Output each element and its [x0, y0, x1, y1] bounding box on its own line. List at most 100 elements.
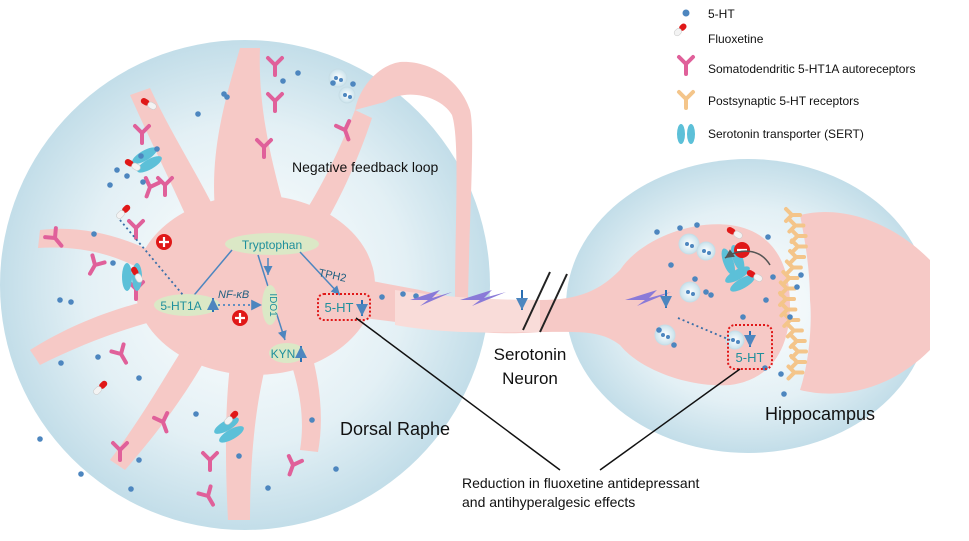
postsynaptic-receptor-icon: [677, 90, 695, 110]
autoreceptor-icon: [143, 176, 161, 199]
serotonin-dot: [763, 297, 769, 303]
lightning-icon: [625, 290, 671, 306]
callout-line-right: [599, 368, 741, 471]
serotonin-dot: [309, 417, 315, 423]
fluoxetine-capsule-icon: [131, 266, 143, 283]
fluoxetine-capsule-icon: [726, 227, 743, 239]
fluoxetine-capsule-icon: [116, 204, 131, 219]
serotonin-dot: [91, 231, 97, 237]
ht1a-label: 5-HT1A: [160, 299, 201, 313]
postsynaptic-receptor-icon: [784, 259, 803, 276]
dashed-link: [119, 219, 184, 296]
break-mark-2: [539, 273, 568, 333]
autoreceptor-icon: [334, 119, 352, 142]
serotonin-dot: [379, 294, 385, 300]
autoreceptor-icon: [152, 411, 170, 434]
ht1a-oval: [154, 294, 220, 316]
autoreceptor-icon: [43, 226, 64, 248]
ht-left-label: 5-HT: [325, 300, 354, 315]
plus-icon: [156, 234, 172, 250]
postsynaptic-receptor-icon: [786, 364, 805, 381]
lightning-icon: [460, 290, 506, 306]
serotonin-dot: [413, 293, 419, 299]
serotonin-dot: [350, 81, 356, 87]
sert-icon: [725, 266, 755, 292]
serotonin-dot: [68, 299, 74, 305]
serotonin-dot: [794, 284, 800, 290]
serotonin-dot: [671, 342, 677, 348]
serotonin-dot: [37, 436, 43, 442]
lightning-icon: [410, 290, 452, 306]
autoreceptor-icon: [111, 441, 129, 462]
legend-item: Somatodendritic 5-HT1A autoreceptors: [677, 55, 915, 76]
autoreceptor-icon: [286, 454, 304, 477]
serotonin-dot: [265, 485, 271, 491]
legend-label: 5-HT: [708, 7, 735, 21]
legend-label: Somatodendritic 5-HT1A autoreceptors: [708, 62, 915, 76]
kyn-label: KYN: [271, 347, 296, 361]
sert-icon: [132, 147, 162, 173]
serotonin-dot: [193, 411, 199, 417]
fluoxetine-capsule-icon: [93, 380, 108, 395]
postsynaptic-neuron: [800, 212, 930, 394]
tph2-label: TPH2: [317, 267, 347, 285]
legend-item: Fluoxetine: [673, 23, 764, 46]
ht-box-left: [317, 293, 371, 321]
fluoxetine-capsule-icon: [746, 270, 763, 282]
autoreceptor-y-icon: [677, 55, 695, 76]
serotonin-dot: [703, 289, 709, 295]
serotonin-dot: [656, 327, 662, 333]
serotonin-dot: [770, 274, 776, 280]
callout-line-left: [355, 317, 561, 471]
serotonin-dot: [107, 182, 113, 188]
serotonin-dot: [677, 225, 683, 231]
serotonin-dot: [224, 94, 230, 100]
tryptophan-oval: [225, 233, 319, 255]
lightning-icons: [410, 290, 671, 306]
serotonin-dot: [333, 466, 339, 472]
negative-feedback-label: Negative feedback loop: [292, 159, 439, 175]
postsynaptic-receptor-icon: [781, 270, 800, 286]
sert-icon: [677, 124, 695, 144]
nfkb-label: NF-κB: [218, 289, 249, 301]
fluoxetine-capsule-icon: [224, 410, 239, 425]
autoreceptor-icon: [109, 342, 128, 365]
serotonin-dot: [236, 453, 242, 459]
serotonin-dot: [740, 314, 746, 320]
serotonin-dot: [136, 375, 142, 381]
fluoxetine-capsule-icon: [673, 23, 687, 37]
sert-icon: [214, 417, 244, 443]
serotonin-neuron-label-1: Serotonin: [494, 345, 567, 364]
ht-right-label: 5-HT: [736, 350, 765, 365]
autoreceptor-icon: [266, 92, 284, 113]
serotonin-dot: [58, 360, 64, 366]
serotonin-dot: [654, 229, 660, 235]
reuptake-arrow: [724, 249, 771, 266]
serotonin-dot: [668, 262, 674, 268]
autoreceptor-icon: [133, 124, 151, 145]
postsynaptic-receptors: [778, 207, 808, 381]
legend-label: Postsynaptic 5-HT receptors: [708, 94, 859, 108]
fluoxetine-capsule-icon: [140, 98, 157, 110]
serotonin-dot: [781, 391, 787, 397]
serotonin-dot: [798, 272, 804, 278]
serotonin-dot: [138, 153, 144, 159]
tryptophan-label: Tryptophan: [242, 238, 302, 252]
ht-box-right: [727, 324, 773, 370]
autoreceptor-icon: [156, 176, 174, 197]
vesicles: [328, 68, 745, 350]
serotonin-dot: [124, 173, 130, 179]
serotonin-dot: [708, 292, 714, 298]
serotonin-dot: [140, 179, 146, 185]
serotonin-dot: [765, 234, 771, 240]
autoreceptor-icon: [201, 451, 219, 472]
reduction-label-1: Reduction in fluoxetine antidepressant: [462, 475, 699, 491]
dorsal-raphe-label: Dorsal Raphe: [340, 419, 450, 439]
serotonin-dot: [57, 297, 63, 303]
ido1-label: IDO1: [267, 293, 278, 317]
serotonin-dot: [295, 70, 301, 76]
legend-label: Fluoxetine: [708, 32, 764, 46]
decrease-arrows: [516, 290, 672, 310]
